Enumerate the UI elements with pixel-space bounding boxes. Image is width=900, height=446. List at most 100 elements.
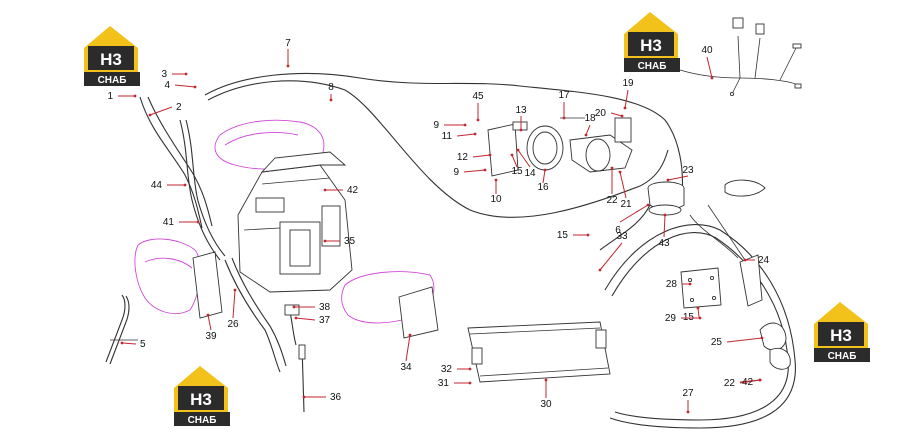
callout-label: 22 xyxy=(606,195,618,206)
callout-dot xyxy=(329,98,333,102)
callout-leader xyxy=(472,154,491,158)
logo-sub-text: CHAБ xyxy=(98,75,127,86)
callout-dot xyxy=(286,64,290,68)
callout-label: 20 xyxy=(595,108,607,119)
callout-dot xyxy=(323,188,327,192)
callout-label: 45 xyxy=(472,91,484,102)
callout-leader xyxy=(663,214,666,238)
callout-dot xyxy=(302,395,306,399)
rod-part xyxy=(105,294,138,365)
callout-label: 9 xyxy=(433,120,439,131)
callout-leader xyxy=(697,307,700,318)
callout-dot xyxy=(476,118,480,122)
callout-dot xyxy=(120,341,124,345)
callout-label: 24 xyxy=(758,255,770,266)
callout-label: 27 xyxy=(682,388,694,399)
callout-leader xyxy=(174,84,196,88)
logo-top-left: H3 CHAБ xyxy=(84,26,140,86)
callout-dot xyxy=(696,306,700,310)
callout-label: 42 xyxy=(347,185,359,196)
callout-label: 44 xyxy=(151,180,163,191)
callout-dot xyxy=(323,239,327,243)
callout-leader xyxy=(667,175,689,181)
callout-label: 4 xyxy=(164,80,170,91)
logo-bottom-right: H3 CHAБ xyxy=(814,302,870,362)
callout-label: 2 xyxy=(176,102,182,113)
callout-label: 16 xyxy=(537,182,549,193)
callout-leader xyxy=(207,314,212,331)
callout-leader xyxy=(121,342,137,345)
logo-main-text: H3 xyxy=(100,50,122,69)
callout-label: 14 xyxy=(524,168,536,179)
callout-leader xyxy=(739,379,761,383)
callout-label: 40 xyxy=(701,45,713,56)
callout-leader xyxy=(585,124,591,136)
callout-leader xyxy=(706,56,713,79)
callout-dot xyxy=(688,282,692,286)
callout-label: 5 xyxy=(140,339,146,350)
callout-dot xyxy=(488,153,492,157)
callout-dot xyxy=(698,316,702,320)
logo-sub-text: CHAБ xyxy=(828,351,857,362)
callout-dot xyxy=(473,132,477,136)
callout-label: 29 xyxy=(665,313,677,324)
callout-dot xyxy=(510,153,514,157)
callout-label: 18 xyxy=(584,113,596,124)
callout-dot xyxy=(623,106,627,110)
callout-label: 38 xyxy=(319,302,331,313)
callout-leader xyxy=(619,171,627,199)
callout-leader xyxy=(232,289,236,319)
callout-label: 8 xyxy=(328,82,334,93)
callout-dot xyxy=(586,233,590,237)
callout-dot xyxy=(610,166,614,170)
condenser-panel xyxy=(467,321,611,383)
callout-dot xyxy=(206,313,210,317)
callout-dot xyxy=(183,183,187,187)
rod-36 xyxy=(298,344,306,413)
callout-dot xyxy=(743,258,747,262)
hvac-unit xyxy=(237,151,353,293)
callout-dot xyxy=(544,378,548,382)
callout-dot xyxy=(294,316,298,320)
fitting-38 xyxy=(284,304,300,346)
callout-labels: 1234567899101112131415151516171819202122… xyxy=(107,38,770,414)
mounting-plate xyxy=(680,267,722,309)
callout-label: 39 xyxy=(205,331,217,342)
logo-sub-text: CHAБ xyxy=(638,61,667,72)
callout-label: 42 xyxy=(742,377,754,388)
callout-dot xyxy=(620,114,624,118)
callout-leader xyxy=(619,204,649,223)
callout-dot xyxy=(463,123,467,127)
callout-label: 37 xyxy=(319,315,331,326)
logo-top-right: H3 CHAБ xyxy=(624,12,680,72)
callout-leader xyxy=(405,334,411,362)
callout-leader xyxy=(517,149,531,168)
callout-label: 28 xyxy=(666,279,678,290)
callout-dot xyxy=(663,213,667,217)
callout-label: 19 xyxy=(622,78,634,89)
callout-dot xyxy=(196,220,200,224)
callout-label: 9 xyxy=(453,167,459,178)
callout-dot xyxy=(584,133,588,137)
cylinder-part xyxy=(707,204,763,307)
logo-main-text: H3 xyxy=(830,326,852,345)
callout-leader xyxy=(295,317,316,321)
callout-label: 11 xyxy=(442,131,453,142)
logo-sub-text: CHAБ xyxy=(188,415,217,426)
callout-dot xyxy=(519,128,523,132)
callout-label: 12 xyxy=(457,152,469,163)
callout-label: 36 xyxy=(330,392,342,403)
callout-dot xyxy=(760,336,764,340)
callout-label: 15 xyxy=(511,166,523,177)
callout-label: 35 xyxy=(344,236,356,247)
callout-dot xyxy=(618,170,622,174)
callout-label: 34 xyxy=(400,362,412,373)
clamp-part xyxy=(759,322,791,370)
callout-dot xyxy=(516,148,520,152)
callout-label: 6 xyxy=(615,225,621,236)
callout-dot xyxy=(710,76,714,80)
callout-leader xyxy=(511,154,518,168)
callout-dot xyxy=(233,288,237,292)
callout-label: 33 xyxy=(616,231,628,242)
